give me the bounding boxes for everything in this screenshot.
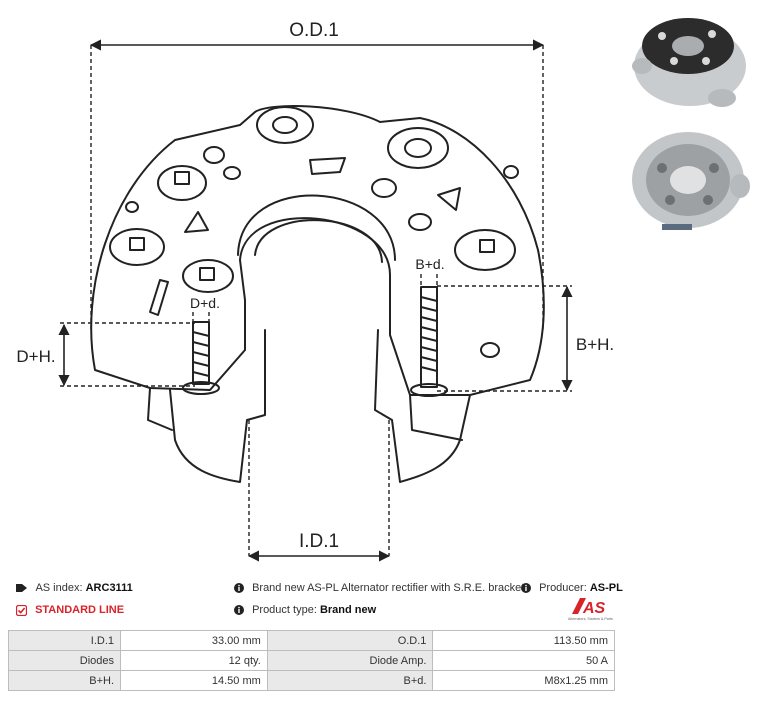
od-label: O.D.1 bbox=[289, 20, 339, 41]
bd-label: B+d. bbox=[415, 256, 444, 272]
spec-value: 113.50 mm bbox=[432, 630, 615, 651]
rectifier-technical-drawing: O.D.1 I.D.1 D+H. D+d. B+H. B+d. bbox=[16, 20, 614, 562]
description: Brand new AS-PL Alternator rectifier wit… bbox=[234, 582, 524, 594]
spec-label: O.D.1 bbox=[266, 630, 434, 651]
spec-label: B+d. bbox=[266, 670, 434, 691]
producer: Producer: AS-PL bbox=[521, 582, 623, 594]
as-pl-logo: AS Alternators, Starters & Parts bbox=[568, 598, 613, 621]
check-square-icon bbox=[16, 604, 27, 616]
spec-value: 12 qty. bbox=[120, 650, 268, 671]
d-stud bbox=[182, 321, 220, 395]
product-type: Product type: Brand new bbox=[234, 604, 376, 616]
id-label: I.D.1 bbox=[299, 531, 339, 552]
rectifier-body-outline bbox=[90, 105, 545, 396]
center-channel bbox=[237, 194, 396, 263]
producer-value: AS-PL bbox=[589, 582, 623, 594]
tag-icon bbox=[16, 584, 27, 593]
left-leg bbox=[147, 329, 266, 483]
spec-label: B+H. bbox=[8, 670, 121, 691]
info-icon bbox=[521, 583, 531, 594]
spec-label: Diode Amp. bbox=[266, 650, 434, 671]
product-photo-top bbox=[622, 6, 754, 114]
right-leg bbox=[374, 329, 471, 483]
info-icon bbox=[234, 605, 244, 616]
as-index: AS index: ARC3111 bbox=[16, 582, 133, 594]
bh-label: B+H. bbox=[576, 335, 614, 354]
as-index-value: ARC3111 bbox=[85, 582, 133, 594]
spec-label: Diodes bbox=[8, 650, 121, 671]
dh-label: D+H. bbox=[16, 347, 55, 366]
spec-label: I.D.1 bbox=[8, 630, 121, 651]
spec-value: 50 A bbox=[432, 650, 615, 671]
b-stud bbox=[410, 286, 448, 397]
spec-value: 14.50 mm bbox=[120, 670, 268, 691]
spec-value: 33.00 mm bbox=[120, 630, 268, 651]
svg-text:Alternators, Starters & Parts: Alternators, Starters & Parts bbox=[568, 617, 613, 621]
standard-line-badge: STANDARD LINE bbox=[16, 604, 124, 616]
svg-text:AS: AS bbox=[582, 600, 606, 617]
product-type-value: Brand new bbox=[319, 604, 377, 616]
spec-value: M8x1.25 mm bbox=[432, 670, 615, 691]
info-icon bbox=[234, 583, 244, 594]
product-photo-bottom bbox=[622, 116, 754, 242]
dd-label: D+d. bbox=[190, 295, 220, 311]
